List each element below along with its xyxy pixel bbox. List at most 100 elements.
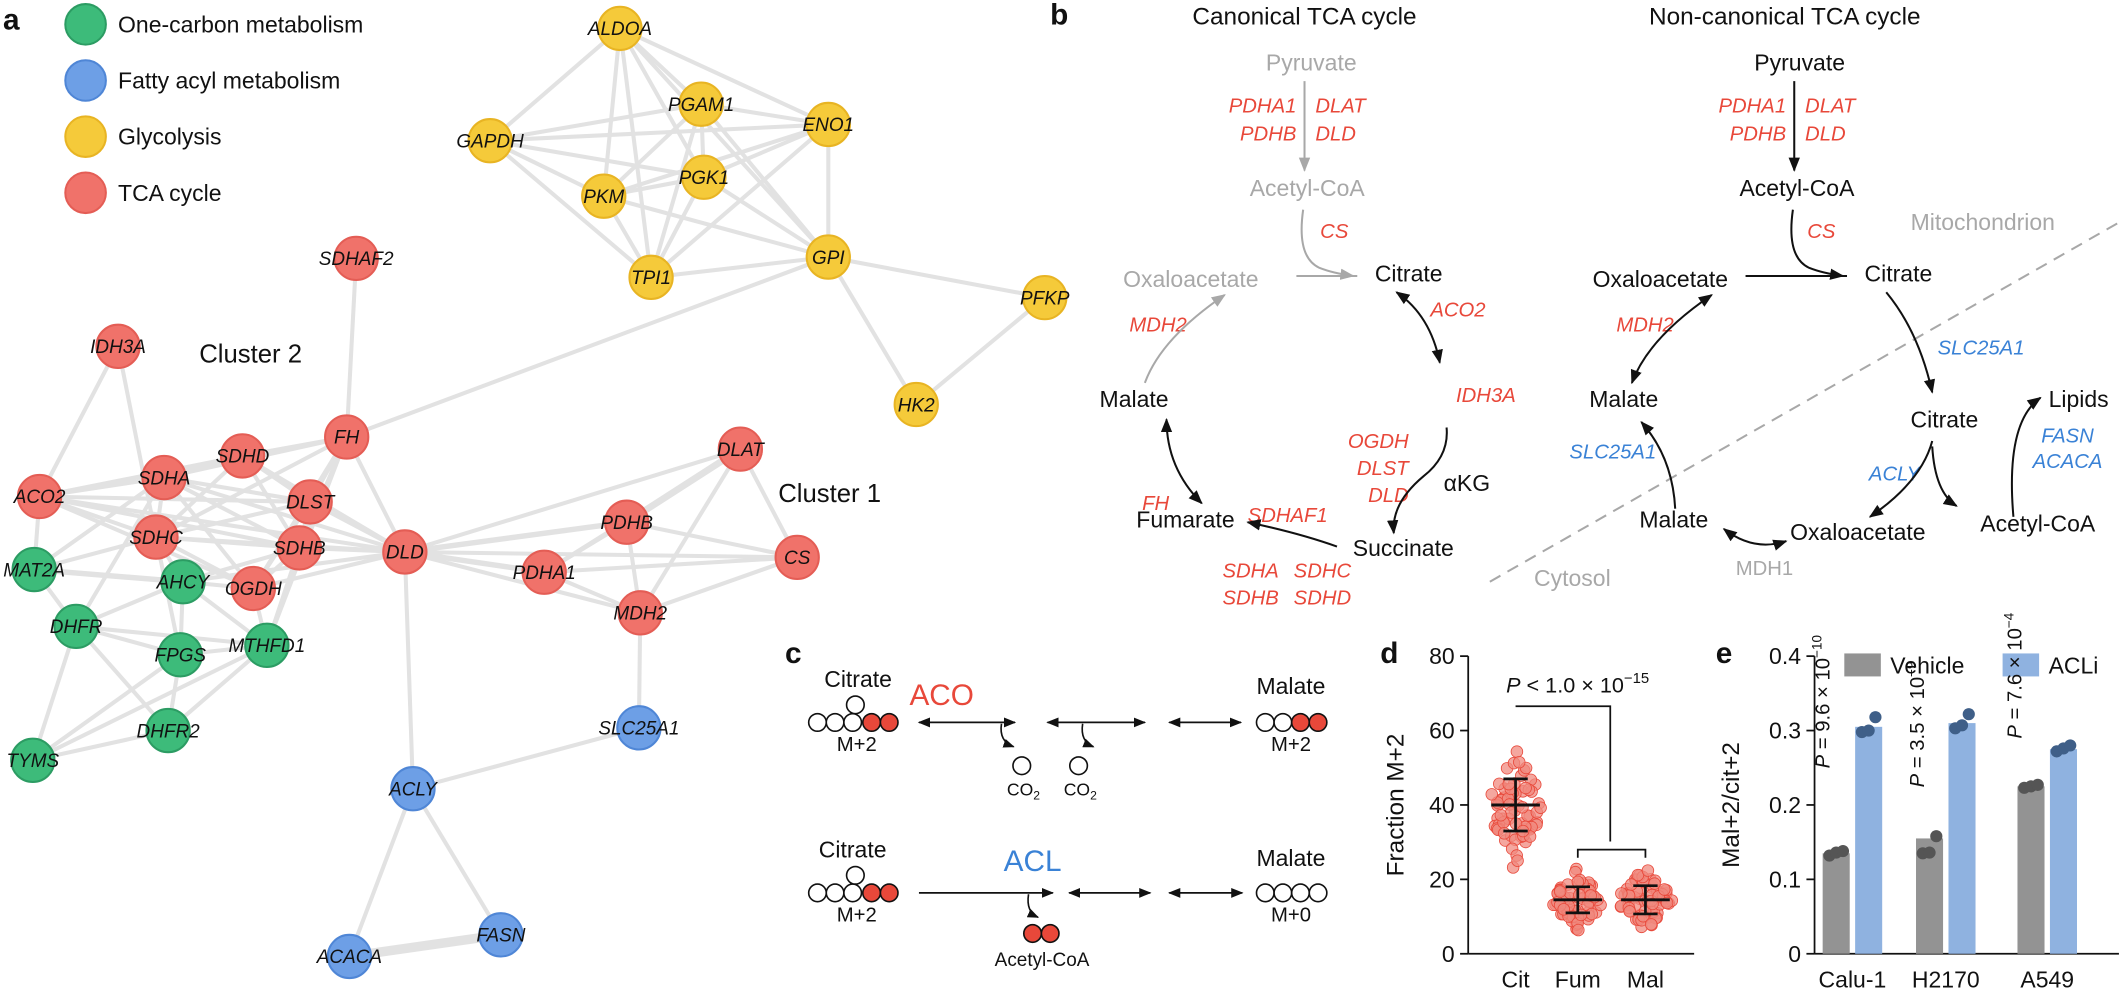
nc-malate-cyto: Malate — [1639, 507, 1708, 533]
e-legend-acli: ACLi — [2002, 653, 2098, 679]
e-points — [1855, 711, 1882, 739]
nc-slc25a1-top: SLC25A1 — [1938, 337, 2025, 359]
edge-pgam1-tpi1 — [649, 102, 704, 280]
node-label: ACO2 — [13, 487, 66, 508]
node-label: GPI — [812, 248, 845, 269]
panel-label-a: a — [3, 4, 20, 37]
edge-pgk1-gpi — [701, 175, 831, 260]
canon-cs: CS — [1320, 221, 1349, 243]
e-pvalue-a549: P = 7.6 × 10−4 — [2001, 612, 2026, 738]
panel-b: b Canonical TCA cycle Pyruvate PDHA1 DLA… — [1050, 0, 2119, 610]
node-circle — [805, 101, 851, 148]
d-point — [1623, 905, 1636, 918]
node-circle — [467, 118, 513, 164]
legend-swatch — [64, 3, 107, 46]
e-ytick-label: 0.1 — [1769, 866, 1801, 892]
row2-malate: Malate — [1256, 845, 1325, 871]
canon-pyruvate: Pyruvate — [1266, 49, 1357, 75]
canon-succinate-fumarate-arrow — [1246, 519, 1338, 548]
legend-swatch — [64, 171, 107, 215]
row2-citrate: Citrate — [819, 837, 887, 863]
canon-sdha: SDHA — [1222, 561, 1278, 583]
node-circle — [333, 235, 379, 282]
d-significance-bracket — [1515, 705, 1647, 858]
canon-oxaloacetate: Oxaloacetate — [1123, 266, 1258, 292]
edge-dhfr2-tyms — [30, 728, 171, 763]
canonical-title: Canonical TCA cycle — [1192, 3, 1416, 30]
node-gapdh: GAPDH — [456, 118, 524, 164]
e-pvalue-h2170: P = 3.5 × 10−9 — [1904, 661, 1929, 787]
node-label: DHFR — [50, 617, 103, 638]
edge-dld-acly — [402, 549, 416, 791]
d-xtick-label: Mal — [1627, 967, 1664, 993]
d-ytick-label: 40 — [1429, 792, 1455, 818]
row1-aco: ACO — [909, 679, 973, 712]
node-mdh2: MDH2 — [613, 590, 668, 636]
edge-aldoa-gapdh — [488, 26, 622, 143]
edge-dld-pdha1 — [402, 549, 547, 575]
edge-pgam1-gapdh — [488, 102, 704, 143]
cluster-2-label: Cluster 2 — [199, 341, 302, 369]
nc-acetyl-coa-cyto: Acetyl-CoA — [1980, 511, 2096, 537]
canon-aco2: ACO2 — [1429, 300, 1485, 322]
node-dlst: DLST — [286, 479, 336, 525]
edge-sdha-ogdh — [162, 475, 256, 591]
node-circle — [604, 499, 650, 545]
node-acaca: ACACA — [316, 933, 382, 980]
nc-malate-import-arrow — [1640, 421, 1677, 509]
legend-label: One-carbon metabolism — [118, 11, 363, 37]
d-point — [1644, 918, 1658, 931]
d-errorbar-mal — [1621, 884, 1670, 916]
canon-pdhb: PDHB — [1240, 124, 1296, 146]
e-pvalue-calu-1: P = 9.6 × 10−10 — [1809, 635, 1834, 768]
nc-pdha1: PDHA1 — [1718, 95, 1786, 117]
edge-mthfd1-tyms — [30, 643, 269, 763]
row1-citrate: Citrate — [824, 666, 892, 692]
node-circle — [597, 5, 643, 52]
e-xtick-label: A549 — [2020, 967, 2074, 993]
edge-mat2a-sdha — [32, 475, 167, 572]
node-idh3a: IDH3A — [90, 323, 146, 369]
panel-label-c: c — [785, 637, 802, 670]
node-sdhc: SDHC — [129, 514, 183, 560]
node-label: FH — [334, 428, 360, 449]
nc-acaca: ACACA — [2032, 451, 2103, 473]
node-fasn: FASN — [476, 912, 526, 958]
e-point — [1836, 844, 1850, 858]
panel-label-e: e — [1716, 637, 1733, 670]
nc-pyruvate: Pyruvate — [1754, 49, 1845, 75]
e-bar-acli-h2170 — [1948, 723, 1976, 954]
canon-mdh2: MDH2 — [1129, 314, 1186, 336]
node-pkm: PKM — [581, 173, 627, 219]
edge-aldoa-tpi1 — [617, 26, 654, 280]
e-points — [1916, 830, 1943, 860]
edge-gapdh-pgk1 — [488, 138, 706, 180]
edge-dlat-mdh2 — [638, 447, 743, 615]
d-point — [1485, 788, 1498, 801]
node-dld: DLD — [382, 529, 428, 575]
d-point — [1641, 864, 1655, 877]
e-ytick-label: 0 — [1788, 941, 1801, 967]
legend-item-fatty-acyl: Fatty acyl metabolism — [64, 59, 340, 102]
node-circle — [521, 549, 567, 595]
row1-co2-1: CO2 — [1007, 779, 1040, 802]
row2-right-m: M+0 — [1271, 904, 1311, 926]
edge-sdhc-dlst — [153, 499, 313, 540]
node-label: DLST — [286, 493, 336, 514]
node-sdhaf2: SDHAF2 — [319, 235, 394, 282]
node-sdhb: SDHB — [273, 525, 326, 571]
node-circle — [95, 323, 141, 369]
canon-akg-succinate-arrow — [1386, 427, 1448, 535]
edge-aldoa-eno1 — [617, 26, 831, 127]
d-point — [1519, 781, 1532, 795]
legend-item-tca: TCA cycle — [64, 171, 222, 215]
canon-citrate: Citrate — [1375, 260, 1443, 286]
node-circle — [774, 534, 820, 581]
e-point — [1955, 719, 1969, 732]
node-label: HK2 — [898, 395, 935, 416]
row2-product-arrow — [1026, 894, 1040, 918]
nc-cytosol: Cytosol — [1534, 565, 1611, 591]
nc-oxaloacetate-cyto: Oxaloacetate — [1790, 519, 1925, 545]
e-bar-vehicle-a549 — [2017, 786, 2045, 954]
